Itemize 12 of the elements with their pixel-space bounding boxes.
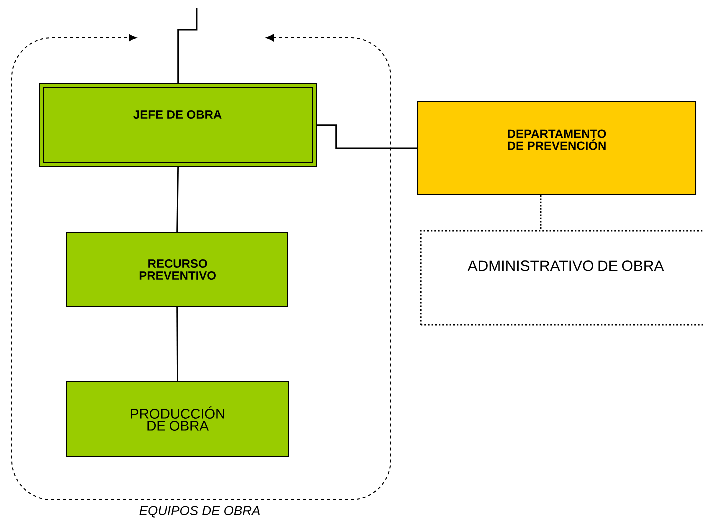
process-box: RECURSO PREVENTIVO — [66, 232, 288, 308]
process-box: DEPARTAMENTO DE PREVENCIÓN — [418, 102, 696, 196]
dashed-group — [12, 34, 392, 500]
connector-line — [176, 307, 178, 382]
connector-line — [317, 124, 418, 150]
process-box: JEFE DE OBRA — [39, 83, 318, 168]
connector-line — [540, 196, 542, 230]
connector-line — [178, 8, 198, 84]
group-title: EQUIPOS DE OBRA — [140, 506, 260, 518]
dotted-box: ADMINISTRATIVO DE OBRA — [420, 230, 704, 326]
process-box: PRODUCCIÓN DE OBRA — [66, 381, 290, 458]
connector-line — [176, 167, 179, 232]
